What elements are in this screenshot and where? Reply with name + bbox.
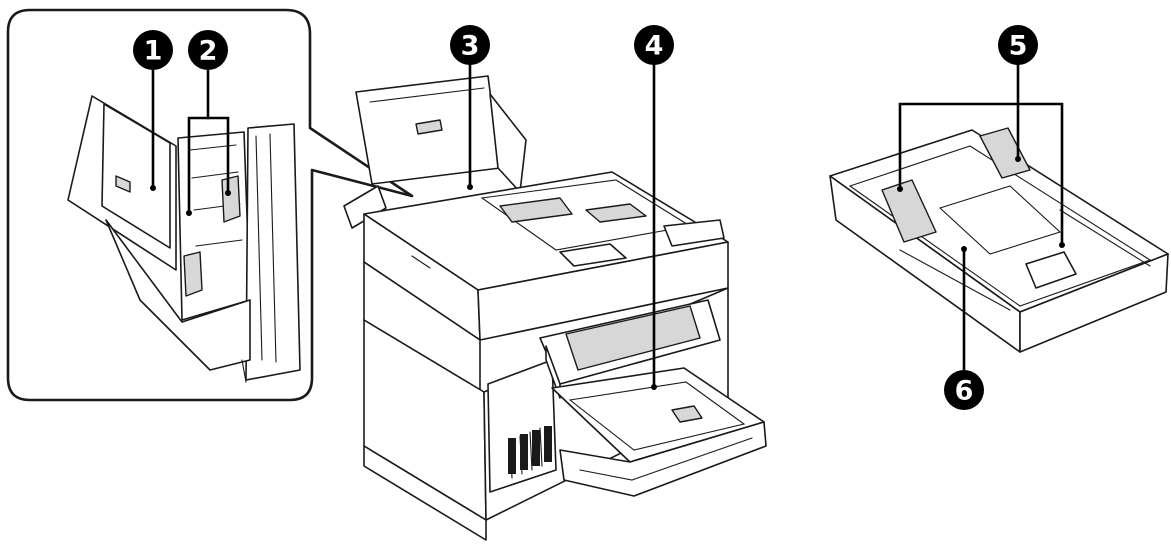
paper-cassette (829, 127, 1169, 353)
inset-printer-body (105, 123, 301, 383)
printer-main (343, 75, 767, 541)
ink-tanks (487, 359, 557, 493)
callout-1-number: 1 (144, 36, 163, 67)
callout-1: 1 (133, 30, 173, 70)
callout-3-number: 3 (461, 31, 480, 62)
paper-cassette-front (551, 367, 767, 497)
callout-5: 5 (998, 25, 1038, 65)
callout-3: 3 (450, 25, 490, 65)
callout-4: 4 (634, 25, 674, 65)
callout-6: 6 (944, 370, 984, 410)
callout-5-number: 5 (1009, 31, 1028, 62)
leader-dots (150, 156, 1065, 390)
callout-4-number: 4 (645, 31, 664, 62)
inset-paper-slot (177, 131, 251, 321)
callout-6-number: 6 (955, 376, 974, 407)
callout-2: 2 (188, 30, 228, 70)
control-panel (539, 299, 721, 399)
callout-2-number: 2 (199, 36, 218, 67)
leader-lines (151, 60, 1064, 386)
